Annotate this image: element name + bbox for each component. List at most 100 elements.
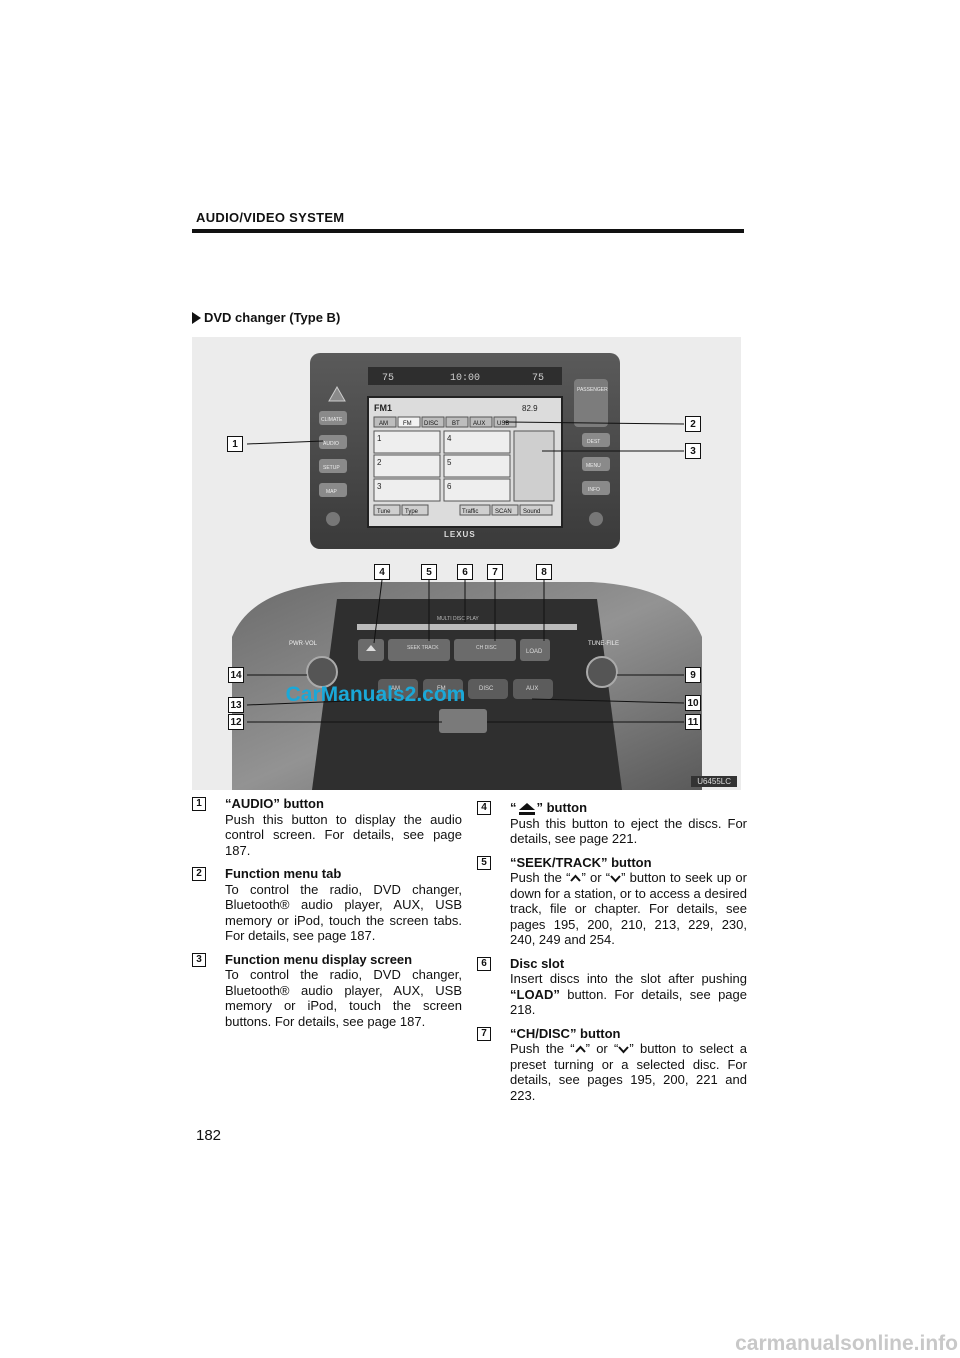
- callout-11: 11: [685, 714, 701, 730]
- tab-label-am: AM: [379, 421, 388, 427]
- source-label-disc: DISC: [479, 686, 494, 692]
- source-label-fm: FM: [437, 686, 446, 692]
- body-text: ” button to select a preset turning or a…: [510, 1041, 747, 1103]
- item-body: Push the “ ” or “” button to select a pre…: [510, 1041, 747, 1103]
- item-body: Insert discs into the slot after pushing…: [510, 971, 747, 1018]
- callout-2: 2: [685, 416, 701, 432]
- disc-slot-label: MULTI DISC PLAY: [437, 616, 479, 622]
- dashboard-illustration: 75 10:00 75 CLIMATE AUDIO SETUP MAP PASS…: [192, 337, 741, 790]
- callout-8: 8: [536, 564, 552, 580]
- body-text: ” or “: [585, 1041, 619, 1056]
- item-number: 7: [477, 1026, 491, 1041]
- audio-label: AUDIO: [323, 441, 339, 447]
- quote-close: ” button: [536, 800, 588, 815]
- passenger-label: PASSENGER: [577, 387, 608, 393]
- eject-icon: [518, 803, 535, 816]
- chevron-up-icon: [574, 1045, 586, 1053]
- callout-12: 12: [228, 714, 244, 730]
- callout-6: 6: [457, 564, 473, 580]
- item-number: 1: [192, 797, 206, 811]
- quote-open: “: [510, 800, 517, 815]
- svg-text:75: 75: [532, 373, 544, 384]
- brand-label: LEXUS: [444, 530, 476, 539]
- item-title: Function menu display screen: [225, 951, 413, 967]
- dashboard-figure: 75 10:00 75 CLIMATE AUDIO SETUP MAP PASS…: [192, 337, 741, 790]
- section-heading: DVD changer (Type B): [192, 310, 340, 325]
- item-title: “SEEK/TRACK” button: [510, 854, 652, 870]
- source-label-am: AM: [391, 686, 400, 692]
- band-label: FM1: [374, 403, 392, 413]
- item-body: To control the radio, DVD changer, Bluet…: [225, 881, 462, 944]
- callout-4: 4: [374, 564, 390, 580]
- chevron-up-icon: [570, 874, 582, 882]
- page-number: 182: [196, 1127, 222, 1144]
- source-label-aux: AUX: [526, 686, 538, 692]
- body-text: button. For details, see page 218.: [510, 986, 747, 1018]
- climate-label: CLIMATE: [321, 417, 343, 423]
- preset-label-3: 3: [377, 482, 382, 491]
- seek-track-label: SEEK TRACK: [407, 645, 439, 651]
- callout-14: 14: [228, 667, 244, 683]
- map-label: MAP: [326, 489, 338, 495]
- item-body: To control the radio, DVD changer, Bluet…: [225, 967, 462, 1029]
- carmanuals-watermark: CarManuals2.com: [285, 683, 466, 706]
- header-rule: [192, 229, 744, 233]
- tab-label-disc: DISC: [424, 421, 439, 427]
- preset-label-2: 2: [377, 458, 382, 467]
- softkey-label-sound: Sound: [523, 509, 540, 515]
- softkey-label-type: Type: [405, 509, 419, 515]
- callout-1: 1: [227, 436, 243, 452]
- body-bold-text: “LOAD”: [510, 986, 560, 1002]
- list-item: 3 Function menu display screen To contro…: [192, 952, 462, 1030]
- body-text: Push the “: [510, 1041, 575, 1056]
- svg-text:10:00: 10:00: [450, 373, 480, 384]
- tab-label-bt: BT: [452, 421, 460, 427]
- item-body: Push the “ ” or “” button to seek up or d…: [510, 870, 747, 948]
- body-text: Push the “: [510, 870, 571, 885]
- callout-7: 7: [487, 564, 503, 580]
- preset-label-1: 1: [377, 434, 382, 443]
- callout-5: 5: [421, 564, 437, 580]
- list-item: 5 “SEEK/TRACK” button Push the “ ” or “” …: [477, 855, 747, 948]
- preset-label-6: 6: [447, 482, 452, 491]
- chevron-down-icon: [610, 875, 621, 883]
- page-header: AUDIO/VIDEO SYSTEM: [196, 210, 345, 225]
- callout-3: 3: [685, 443, 701, 459]
- item-number: 6: [477, 956, 491, 971]
- left-column: 1 “AUDIO” button Push this button to dis…: [192, 796, 462, 1037]
- station-label: 82.9: [522, 404, 538, 413]
- item-title: “ ” button: [510, 800, 747, 816]
- ch-disc-label: CH DISC: [476, 645, 497, 651]
- list-item: 4 “” button Push this button to eject th…: [477, 800, 747, 847]
- load-label: LOAD: [526, 649, 543, 655]
- callout-13: 13: [228, 697, 244, 713]
- item-title: “CH/DISC” button: [510, 1025, 621, 1041]
- tune-file-label: TUNE·FILE: [588, 641, 619, 647]
- item-body: Push this button to display the audio co…: [225, 811, 462, 858]
- item-number: 5: [477, 855, 491, 870]
- body-text: ” or “: [581, 870, 611, 885]
- callout-9: 9: [685, 667, 701, 683]
- list-item: 6 Disc slot Insert discs into the slot a…: [477, 956, 747, 1018]
- body-text: ” button to seek up or down for a statio…: [510, 870, 748, 947]
- item-number: 2: [192, 867, 206, 881]
- right-column: 4 “” button Push this button to eject th…: [477, 800, 747, 1111]
- menu-label: MENU: [586, 463, 601, 469]
- tab-label-fm: FM: [403, 421, 412, 427]
- tab-label-usb: USB: [497, 421, 509, 427]
- dest-label: DEST: [587, 439, 600, 445]
- preset-label-5: 5: [447, 458, 452, 467]
- callout-10: 10: [685, 695, 701, 711]
- item-number: 3: [192, 952, 206, 967]
- list-item: 7 “CH/DISC” button Push the “ ” or “” but…: [477, 1026, 747, 1104]
- figure-code: U6455LC: [691, 776, 737, 787]
- tab-label-aux: AUX: [473, 421, 485, 427]
- list-item: 1 “AUDIO” button Push this button to dis…: [192, 796, 462, 858]
- svg-text:75: 75: [382, 373, 394, 384]
- triangle-bullet-icon: [192, 311, 201, 324]
- pwr-vol-label: PWR·VOL: [289, 641, 318, 647]
- setup-label: SETUP: [323, 465, 340, 471]
- item-body: Push this button to eject the discs. For…: [510, 815, 747, 847]
- footer-watermark: carmanualsonline.info: [735, 1332, 958, 1355]
- softkey-label-tune: Tune: [377, 509, 391, 515]
